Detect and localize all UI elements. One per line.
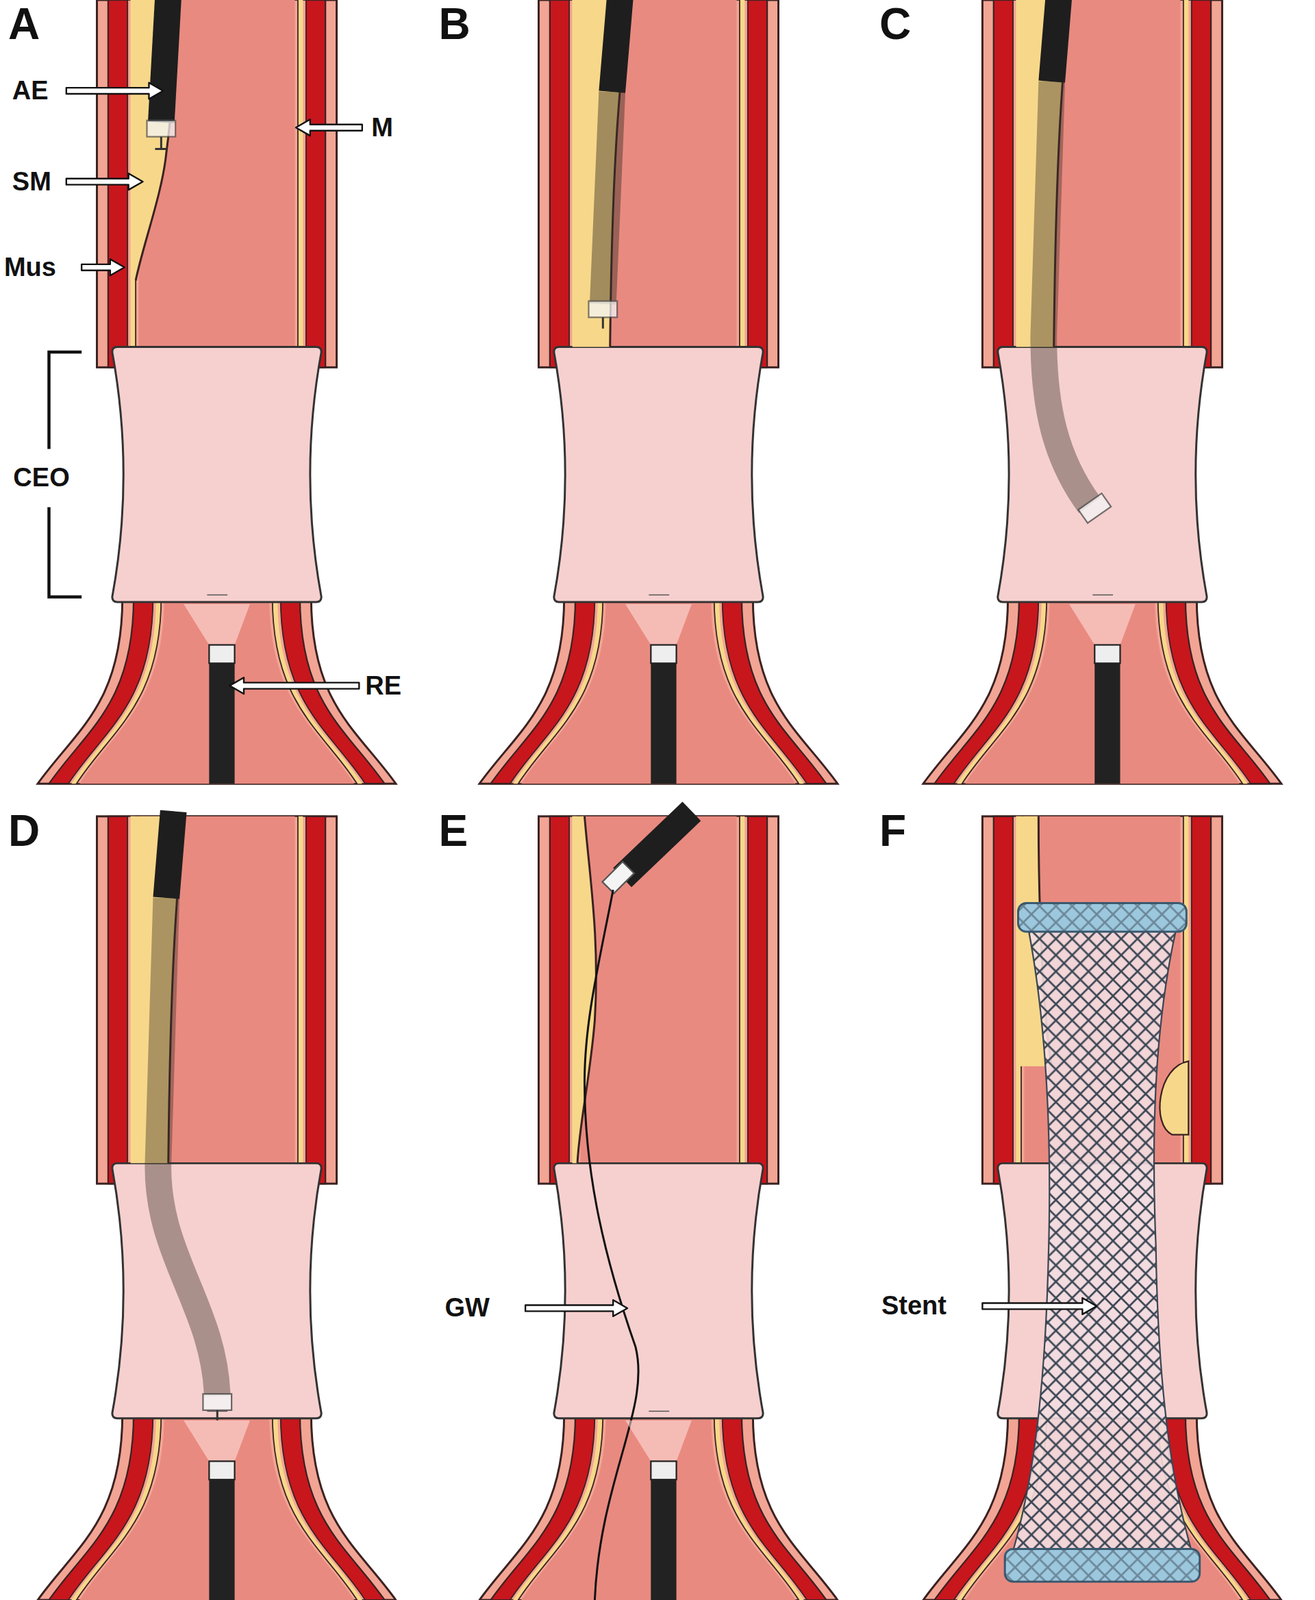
panel-letter: F — [879, 808, 907, 853]
panel-letter: C — [879, 2, 911, 46]
part-label: AE — [12, 77, 49, 104]
part-label: GW — [444, 1294, 490, 1321]
panel-letter: A — [8, 2, 40, 46]
leader-arrows — [66, 82, 1097, 1317]
part-label: Stent — [881, 1292, 947, 1319]
part-label: RE — [365, 672, 402, 699]
part-label: M — [371, 114, 394, 141]
panel-letter: E — [438, 808, 468, 853]
part-label: CEO — [13, 464, 70, 491]
panel-d — [37, 810, 396, 1600]
panel-f — [923, 816, 1282, 1600]
panel-letter: D — [8, 808, 40, 853]
part-label: Mus — [4, 254, 57, 281]
panel-letter: B — [438, 2, 470, 46]
panel-c — [923, 0, 1282, 784]
part-label: SM — [12, 168, 52, 195]
panel-a — [37, 0, 396, 784]
panel-b — [479, 0, 838, 784]
panel-e — [479, 810, 838, 1600]
